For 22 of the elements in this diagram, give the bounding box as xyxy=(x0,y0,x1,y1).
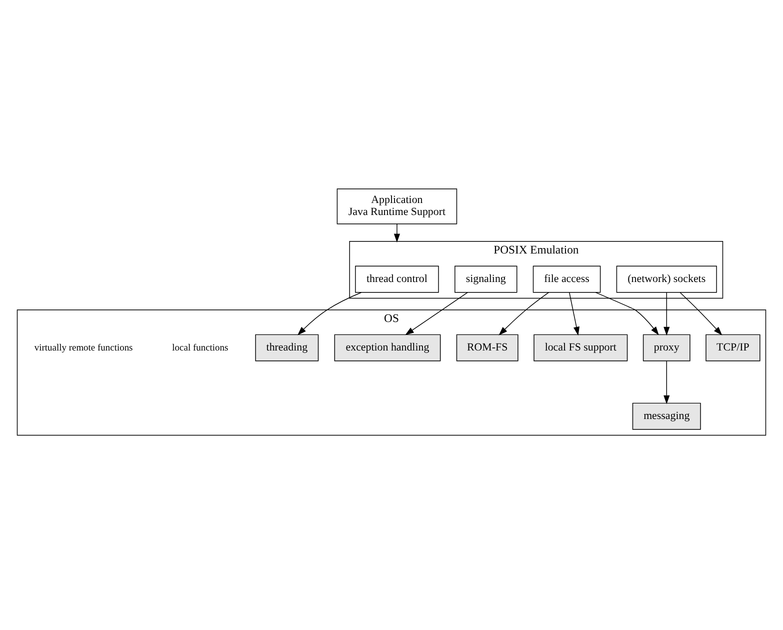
node-box: local FS support xyxy=(534,334,628,362)
arrow xyxy=(498,292,550,336)
node-box: signaling xyxy=(454,266,518,293)
label: local functions xyxy=(172,343,228,354)
arrow xyxy=(298,292,362,336)
node-box: threading xyxy=(255,334,319,362)
node-box: messaging xyxy=(632,402,701,430)
arrow xyxy=(394,224,400,242)
label: virtually remote functions xyxy=(34,343,133,354)
node-box: ROM-FS xyxy=(456,334,518,362)
node-box: proxy xyxy=(642,334,690,362)
node-box: TCP/IP xyxy=(706,334,760,362)
arrow xyxy=(664,360,670,404)
node-box: Application Java Runtime Support xyxy=(336,188,458,224)
arrow xyxy=(595,292,659,336)
arrow xyxy=(664,292,670,336)
node-box: thread control xyxy=(355,266,439,293)
node-box: (network) sockets xyxy=(616,266,717,293)
node-box: file access xyxy=(532,266,601,293)
node-box: exception handling xyxy=(334,334,441,362)
arrow xyxy=(680,292,722,336)
arrow xyxy=(569,292,580,336)
